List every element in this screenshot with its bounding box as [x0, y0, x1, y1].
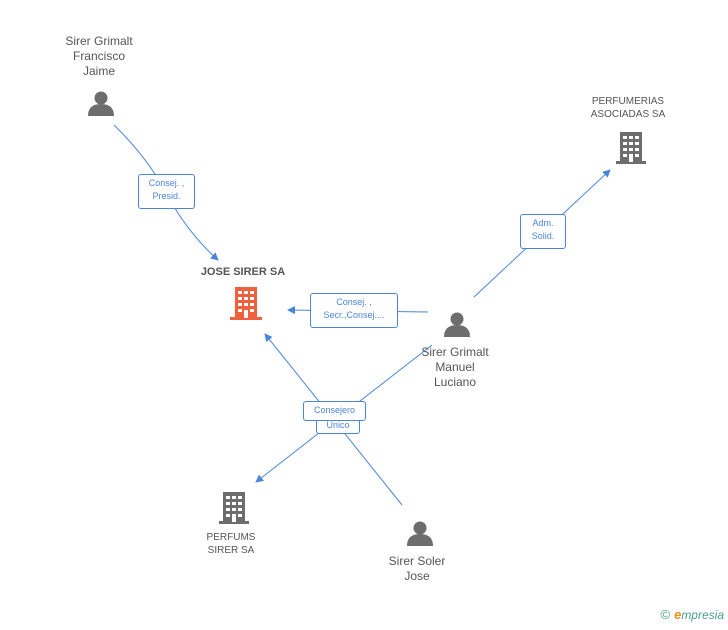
relation-label-francisco-jose[interactable]: Consej. , Presid.	[138, 174, 195, 209]
relation-label-manuel-jose[interactable]: Consej. , Secr.,Consej....	[310, 293, 398, 328]
person-icon[interactable]	[88, 91, 114, 117]
brand-name: mpresia	[681, 608, 724, 622]
relation-label-consejero[interactable]: Consejero	[303, 401, 366, 421]
copyright-symbol: ©	[660, 607, 671, 622]
node-label-sirer-soler[interactable]: Sirer Soler Jose	[388, 554, 446, 583]
node-label-jose-sirer[interactable]: JOSE SIRER SA	[200, 266, 286, 278]
node-label-sirer-grimalt-francisco[interactable]: Sirer Grimalt Francisco Jaime	[65, 34, 133, 78]
building-icon[interactable]	[616, 132, 646, 164]
building-icon[interactable]	[219, 492, 249, 524]
building-icon[interactable]	[230, 287, 262, 320]
node-label-perfumerias[interactable]: PERFUMERIAS ASOCIADAS SA	[590, 96, 666, 120]
node-label-perfums[interactable]: PERFUMS SIRER SA	[206, 532, 256, 556]
person-icon[interactable]	[407, 521, 433, 547]
relation-label-manuel-perfumerias[interactable]: Adm. Solid.	[520, 214, 566, 249]
empresia-logo: ©empresia	[660, 607, 724, 622]
brand-initial: e	[674, 607, 682, 622]
node-label-sirer-grimalt-manuel[interactable]: Sirer Grimalt Manuel Luciano	[421, 345, 489, 389]
person-icon[interactable]	[444, 312, 470, 338]
